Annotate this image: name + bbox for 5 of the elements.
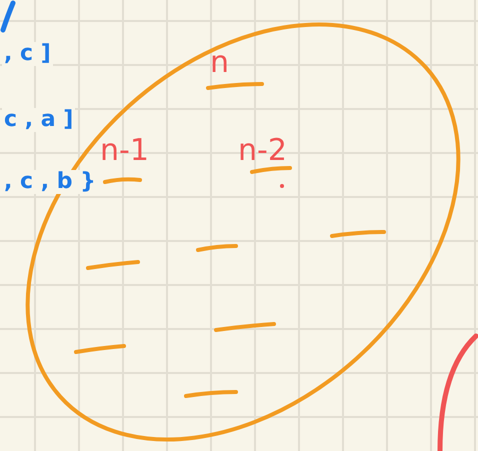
handwritten-term: n-1 — [100, 136, 149, 166]
handwritten-term: n — [210, 48, 230, 78]
handwritten-note: c , a ] — [2, 108, 76, 132]
handwritten-term: n-2 — [238, 136, 287, 166]
handwritten-note: , c ] — [2, 42, 53, 66]
